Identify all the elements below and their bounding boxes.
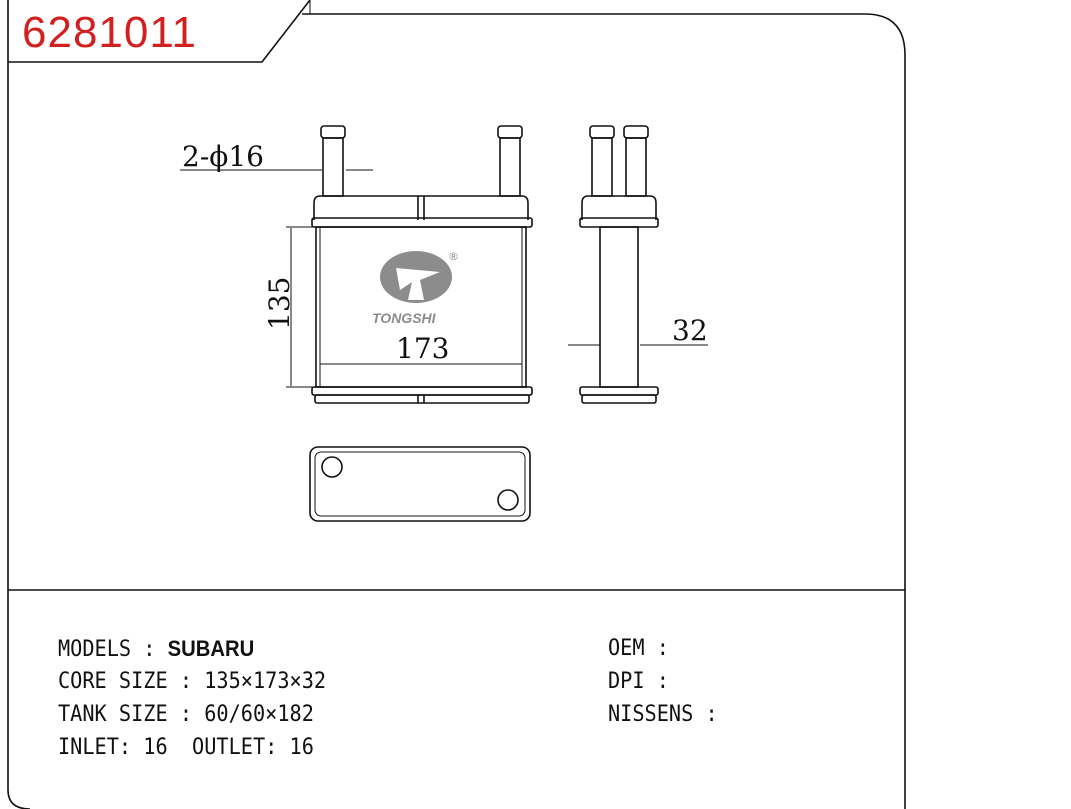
logo-text: TONGSHI bbox=[372, 310, 437, 326]
part-number: 6281011 bbox=[22, 8, 198, 57]
sheet-frame bbox=[7, 0, 906, 809]
tank-size: TANK SIZE : 60/60×182 bbox=[58, 702, 314, 727]
plate-view bbox=[309, 446, 531, 522]
oem-label: OEM : bbox=[608, 636, 669, 661]
core-size: CORE SIZE : 135×173×32 bbox=[58, 669, 327, 694]
front-view bbox=[311, 125, 533, 404]
models-label: MODELS : bbox=[58, 637, 168, 662]
height-dim: 135 bbox=[263, 277, 296, 330]
dimensions: 2-ϕ16 135 173 32 bbox=[180, 140, 708, 388]
registered-mark: ® bbox=[448, 250, 459, 263]
tongshi-logo: TONGSHI ® bbox=[372, 250, 459, 326]
nissens-label: NISSENS : bbox=[608, 702, 718, 727]
models-value: SUBARU bbox=[167, 636, 255, 661]
width-dim: 173 bbox=[396, 332, 449, 365]
depth-dim: 32 bbox=[672, 314, 708, 347]
models-line: MODELS : SUBARU bbox=[58, 636, 254, 662]
inlet-outlet: INLET: 16 OUTLET: 16 bbox=[58, 735, 314, 760]
dpi-label: DPI : bbox=[608, 669, 669, 694]
pipe-diameter-dim: 2-ϕ16 bbox=[182, 140, 264, 173]
side-view bbox=[579, 125, 659, 404]
